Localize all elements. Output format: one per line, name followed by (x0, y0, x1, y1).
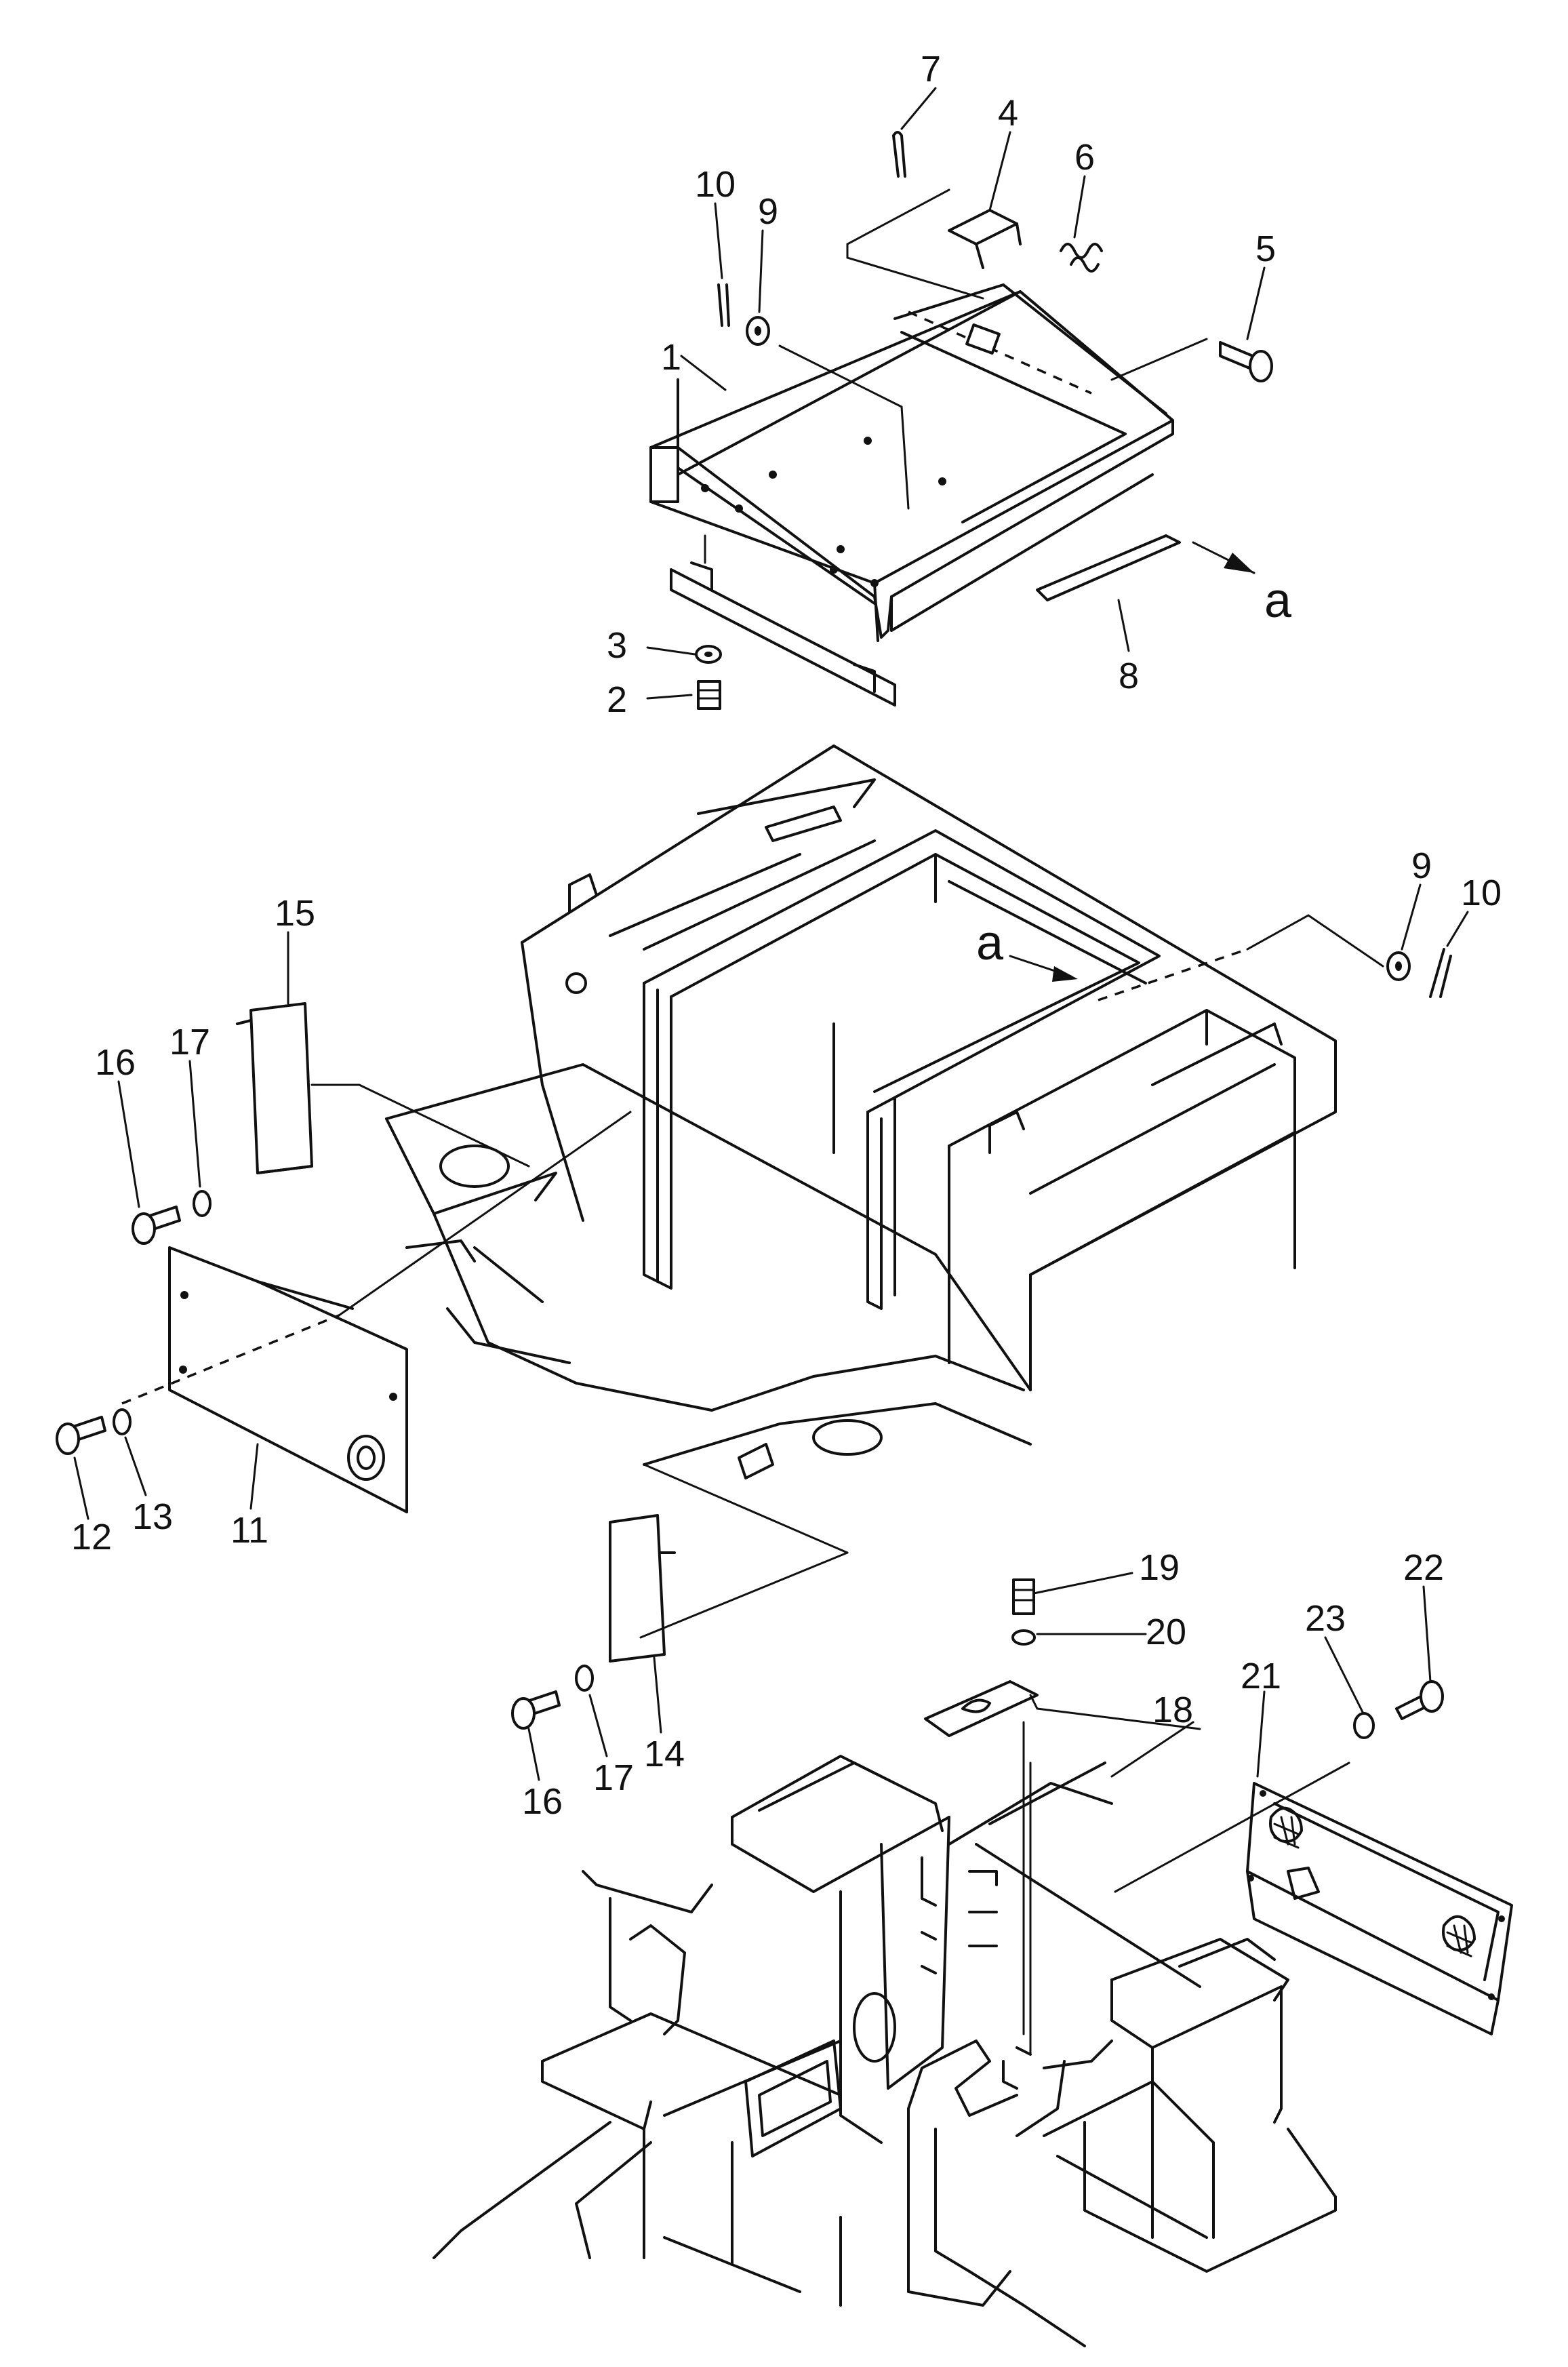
bolt-part-12 (56, 1416, 106, 1455)
callout-labels: 1 2 3 4 5 6 7 8 9 10 9 10 11 12 13 14 15… (71, 49, 1502, 1822)
callout-leader-lines (73, 87, 1469, 1781)
callout-1: 1 (661, 337, 681, 378)
washer-part-17-lower (575, 1665, 594, 1692)
washer-part-17-upper (193, 1190, 212, 1217)
washer-part-23 (1353, 1712, 1375, 1739)
cotter-pin-part-10-right (1429, 948, 1452, 998)
callout-21: 21 (1241, 1656, 1281, 1696)
callout-5: 5 (1255, 228, 1276, 269)
callout-10-right: 10 (1461, 873, 1502, 913)
bolt-part-2 (697, 680, 721, 710)
callout-23: 23 (1305, 1598, 1346, 1639)
callout-17-lower: 17 (593, 1757, 634, 1798)
callout-10-top: 10 (695, 164, 736, 205)
callout-11: 11 (230, 1510, 268, 1551)
callout-9-right: 9 (1411, 846, 1432, 886)
washer-part-3 (695, 645, 722, 664)
callout-17-upper: 17 (169, 1022, 210, 1062)
callout-3: 3 (607, 625, 627, 666)
main-frame-assembly (433, 1721, 1337, 2347)
callout-16-lower: 16 (522, 1781, 563, 1822)
plate-part-18 (924, 1680, 1201, 1737)
callout-22: 22 (1403, 1547, 1444, 1588)
top-leader-lines (704, 188, 1255, 574)
springs-part-6 (1060, 243, 1103, 273)
callout-18: 18 (1152, 1690, 1193, 1730)
bolt-part-19 (1012, 1572, 1133, 1615)
bolt-part-22 (1395, 1680, 1444, 1720)
callout-14: 14 (644, 1734, 685, 1774)
callout-8: 8 (1119, 656, 1139, 696)
washer-part-13 (113, 1408, 132, 1435)
callout-15: 15 (275, 893, 315, 934)
callout-13: 13 (132, 1496, 173, 1537)
panel-part-21 (1114, 1762, 1513, 2035)
panel-part-11 (121, 1111, 632, 1513)
latch-part-4 (948, 209, 1022, 269)
callout-20: 20 (1146, 1612, 1186, 1652)
reference-marker-a-cab: a (976, 916, 1004, 970)
rod-part-8 (1036, 534, 1181, 601)
panel-part-14 (609, 1463, 849, 1663)
reference-arrow-a-cab (1009, 955, 1078, 982)
callout-16-upper: 16 (95, 1042, 136, 1083)
washer-part-9-right (1386, 951, 1411, 981)
cotter-pin-part-10-top (717, 283, 730, 327)
washer-part-20 (1011, 1629, 1147, 1646)
bolt-part-16-upper (132, 1206, 181, 1245)
cab-frame-assembly (385, 744, 1384, 1479)
callout-2: 2 (607, 679, 627, 720)
callout-9-top: 9 (758, 191, 778, 232)
bolt-part-16-lower (511, 1690, 561, 1730)
washer-part-9-top (746, 316, 770, 346)
callout-6: 6 (1074, 137, 1095, 178)
callout-19: 19 (1139, 1547, 1180, 1588)
callout-4: 4 (998, 93, 1018, 134)
callout-7: 7 (921, 49, 941, 89)
callout-12: 12 (71, 1517, 112, 1557)
panel-part-15 (236, 1002, 530, 1174)
cotter-pin-part-7 (892, 131, 906, 178)
reference-marker-a-top: a (1264, 574, 1292, 628)
seat-rail-bracket (670, 561, 896, 707)
seat-pan-part (649, 283, 1174, 642)
pin-part-5 (1219, 341, 1273, 382)
